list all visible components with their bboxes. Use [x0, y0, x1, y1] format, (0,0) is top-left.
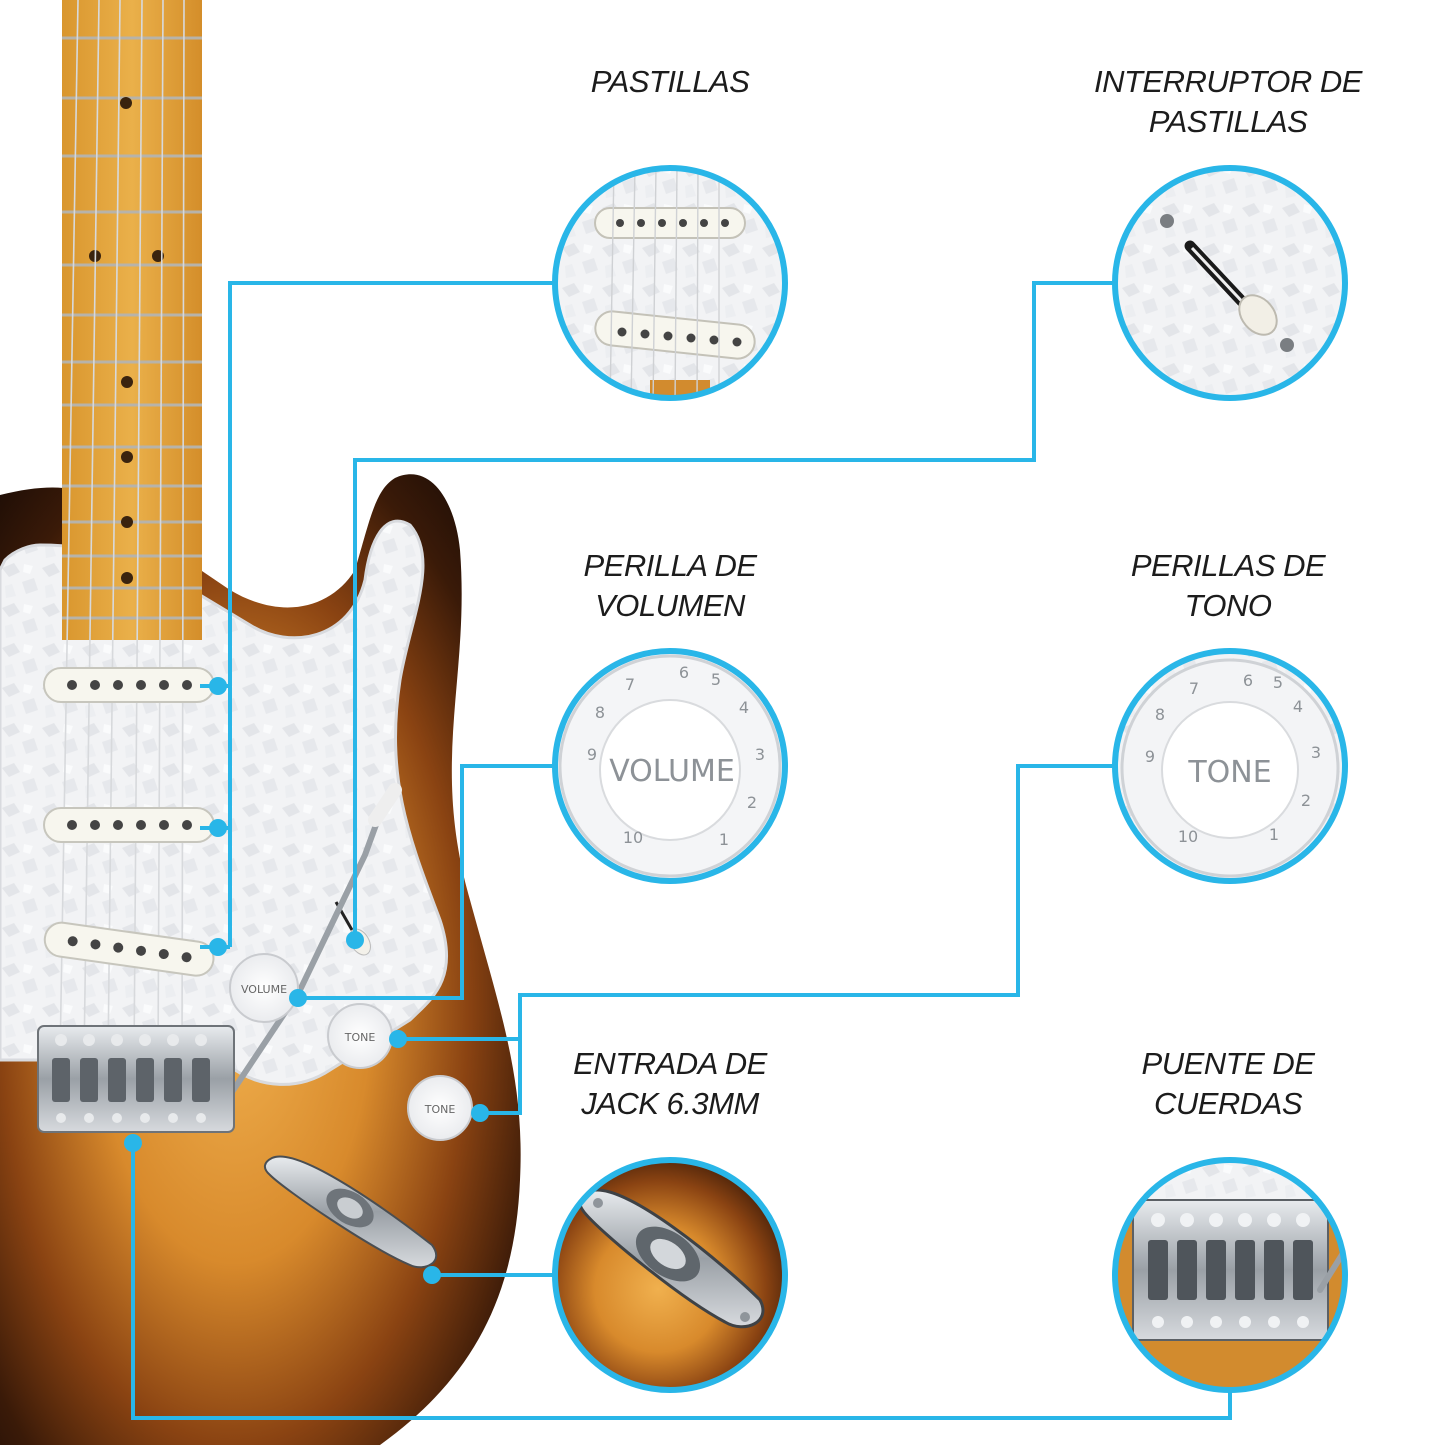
svg-text:6: 6: [679, 663, 689, 682]
svg-text:4: 4: [739, 698, 749, 717]
svg-text:VOLUME: VOLUME: [609, 754, 735, 789]
label-pickup-switch: INTERRUPTOR DE PASTILLAS: [1093, 64, 1363, 139]
svg-text:7: 7: [1189, 679, 1199, 698]
label-tone-knobs: PERILLAS DE TONO: [1130, 548, 1326, 623]
svg-text:6: 6: [1243, 671, 1253, 690]
label-string-bridge: PUENTE DE CUERDAS: [1141, 1046, 1315, 1121]
switch-leader: [353, 281, 1115, 940]
svg-text:TONE: TONE: [344, 1031, 376, 1044]
frets: [62, 36, 202, 620]
svg-text:9: 9: [1145, 747, 1155, 766]
svg-text:10: 10: [623, 828, 643, 847]
svg-text:2: 2: [1301, 791, 1311, 810]
svg-text:3: 3: [755, 745, 765, 764]
bridge-body: [37, 1025, 235, 1133]
svg-text:5: 5: [1273, 673, 1283, 692]
callout-dots: [124, 677, 489, 1284]
guitar-neck: [62, 0, 202, 640]
detail-circle-pickups: [552, 165, 788, 401]
detail-circle-bridge: [1112, 1157, 1348, 1393]
jack-plate-body: [264, 1155, 438, 1269]
pickups-leader: [228, 281, 555, 947]
svg-text:VOLUME: VOLUME: [241, 983, 287, 996]
svg-text:1: 1: [719, 830, 729, 849]
tone-leader: [398, 764, 1115, 1041]
volume-leader: [298, 764, 555, 1000]
svg-text:TONE: TONE: [424, 1103, 456, 1116]
tone-knob-body-1: TONE: [327, 1003, 393, 1069]
svg-text:1: 1: [1269, 825, 1279, 844]
detail-circle-volume: VOLUME 12 3 45 6 7 8 9 10: [552, 648, 788, 884]
label-volume-knob: PERILLA DE VOLUMEN: [583, 548, 757, 623]
pickup-bridge: [43, 921, 215, 977]
svg-text:8: 8: [1155, 705, 1165, 724]
svg-text:5: 5: [711, 670, 721, 689]
label-pickups: PASTILLAS: [590, 64, 750, 99]
svg-text:TONE: TONE: [1187, 755, 1271, 790]
tremolo-arm: [227, 783, 402, 1098]
pickup-neck: [43, 667, 215, 703]
svg-text:2: 2: [747, 793, 757, 812]
detail-circle-jack: [552, 1157, 788, 1393]
svg-text:9: 9: [587, 745, 597, 764]
svg-text:10: 10: [1178, 827, 1198, 846]
pickup-middle: [43, 807, 215, 843]
callout-lines: [131, 281, 1232, 1420]
bridge-leader: [131, 1143, 1232, 1420]
volume-knob-body: VOLUME: [229, 953, 299, 1023]
tone-knob-body-2: TONE: [407, 1075, 473, 1141]
svg-text:4: 4: [1293, 697, 1303, 716]
svg-text:8: 8: [595, 703, 605, 722]
svg-text:7: 7: [625, 675, 635, 694]
label-jack-input: ENTRADA DE JACK 6.3MM: [573, 1046, 767, 1121]
detail-circle-switch: [1112, 165, 1348, 401]
svg-text:3: 3: [1311, 743, 1321, 762]
detail-circle-tone: TONE 1 2 3 45 6 7 8 9 10: [1112, 648, 1348, 884]
strings: [59, 0, 185, 1061]
